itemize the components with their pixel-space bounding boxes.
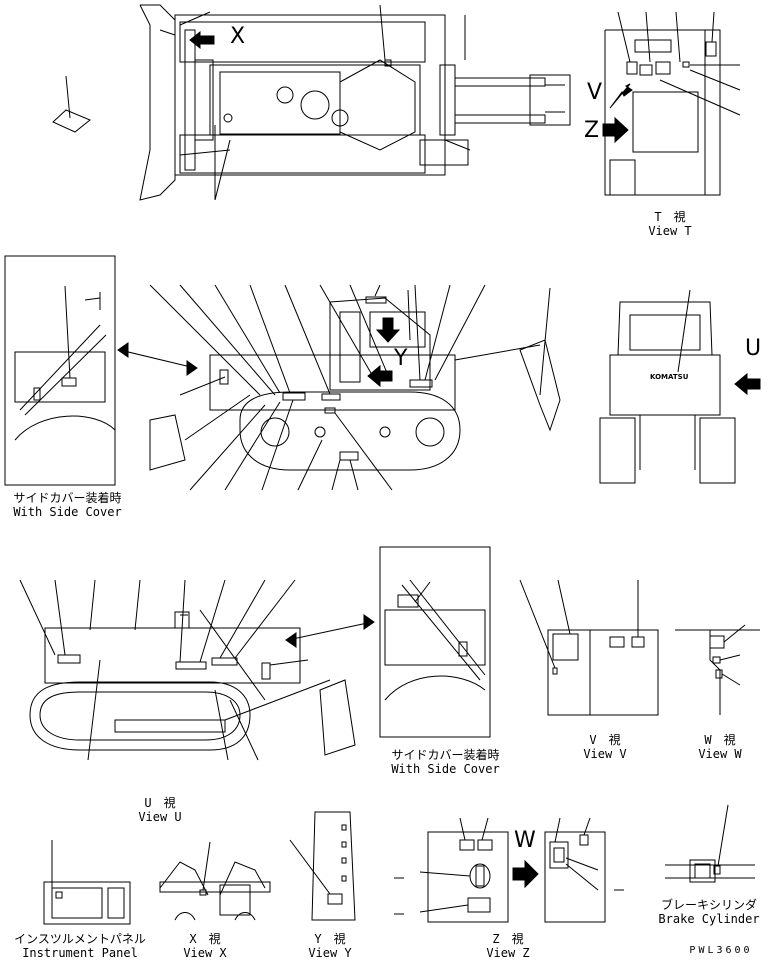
view-letter-u: U xyxy=(745,336,762,361)
view-letter-x: X xyxy=(230,24,246,49)
w-arrow-icon xyxy=(512,859,539,889)
side-cover-en-2: With Side Cover xyxy=(391,762,500,776)
view-z-en: View Z xyxy=(486,946,530,960)
view-t-diagram xyxy=(604,11,741,196)
brake-cylinder-jp: ブレーキシリンダ xyxy=(660,898,757,912)
view-v-jp: V 視 xyxy=(589,733,621,747)
view-y-diagram xyxy=(289,811,356,921)
side-cover-inset-right-drawing xyxy=(384,579,486,701)
top-plan-view xyxy=(139,4,571,201)
instrument-panel-caption: インスツルメントパネル Instrument Panel xyxy=(0,932,160,960)
down-arrow-icon xyxy=(375,317,401,343)
y-arrow-icon xyxy=(367,364,393,388)
drawing-code: PWL3600 xyxy=(689,945,753,956)
view-z-jp: Z 視 xyxy=(492,932,524,946)
brand-plate: KOMATSU xyxy=(650,373,689,381)
v-arrow-icon xyxy=(609,83,633,109)
brake-cylinder-en: Brake Cylinder xyxy=(658,912,760,926)
decal-marker xyxy=(52,109,91,133)
view-w-diagram xyxy=(675,624,760,715)
view-u-diagram xyxy=(19,579,356,761)
x-arrow-icon xyxy=(189,30,215,50)
view-y-caption: Y 視 View Y xyxy=(290,932,370,960)
instrument-panel-en: Instrument Panel xyxy=(22,946,138,960)
view-x-en: View X xyxy=(183,946,227,960)
view-x-diagram xyxy=(159,841,271,921)
view-z-caption: Z 視 View Z xyxy=(468,932,548,960)
brake-cylinder-caption: ブレーキシリンダ Brake Cylinder xyxy=(648,898,770,926)
view-u-en: View U xyxy=(138,810,182,824)
rear-view xyxy=(599,289,736,484)
view-letter-y: Y xyxy=(394,346,408,371)
view-y-en: View Y xyxy=(308,946,352,960)
view-t-jp: T 視 xyxy=(654,210,686,224)
view-v-en: View V xyxy=(583,747,627,761)
side-cover-inset-right xyxy=(379,546,491,738)
side-cover-inset-left-drawing xyxy=(14,285,116,441)
side-cover-jp: サイドカバー装着時 xyxy=(13,491,122,505)
instrument-panel-jp: インスツルメントパネル xyxy=(14,932,146,946)
view-w-en: View W xyxy=(698,747,742,761)
view-v-caption: V 視 View V xyxy=(565,733,645,761)
view-x-jp: X 視 xyxy=(189,932,221,946)
view-x-caption: X 視 View X xyxy=(165,932,245,960)
side-view-main xyxy=(149,284,561,491)
u-arrow-icon xyxy=(734,372,761,396)
view-t-en: View T xyxy=(648,224,692,238)
side-cover-en: With Side Cover xyxy=(13,505,122,519)
view-letter-v: V xyxy=(587,80,603,105)
view-u-jp: U 視 xyxy=(144,796,176,810)
view-letter-z: Z xyxy=(584,118,600,143)
side-cover-inset-left xyxy=(4,255,116,486)
view-letter-w: W xyxy=(514,828,536,853)
side-cover-caption-left: サイドカバー装着時 With Side Cover xyxy=(0,491,135,519)
z-arrow-icon xyxy=(602,116,629,144)
brake-cylinder-diagram xyxy=(665,804,755,883)
side-cover-jp-2: サイドカバー装着時 xyxy=(391,748,500,762)
view-v-diagram xyxy=(519,579,659,716)
view-y-jp: Y 視 xyxy=(314,932,346,946)
view-z-diagram xyxy=(394,817,624,923)
side-cover-caption-right: サイドカバー装着時 With Side Cover xyxy=(378,748,513,776)
instrument-panel-diagram xyxy=(43,840,131,925)
view-w-jp: W 視 xyxy=(704,733,736,747)
view-w-caption: W 視 View W xyxy=(680,733,760,761)
view-t-caption: T 視 View T xyxy=(630,210,710,238)
view-u-caption: U 視 View U xyxy=(120,796,200,824)
